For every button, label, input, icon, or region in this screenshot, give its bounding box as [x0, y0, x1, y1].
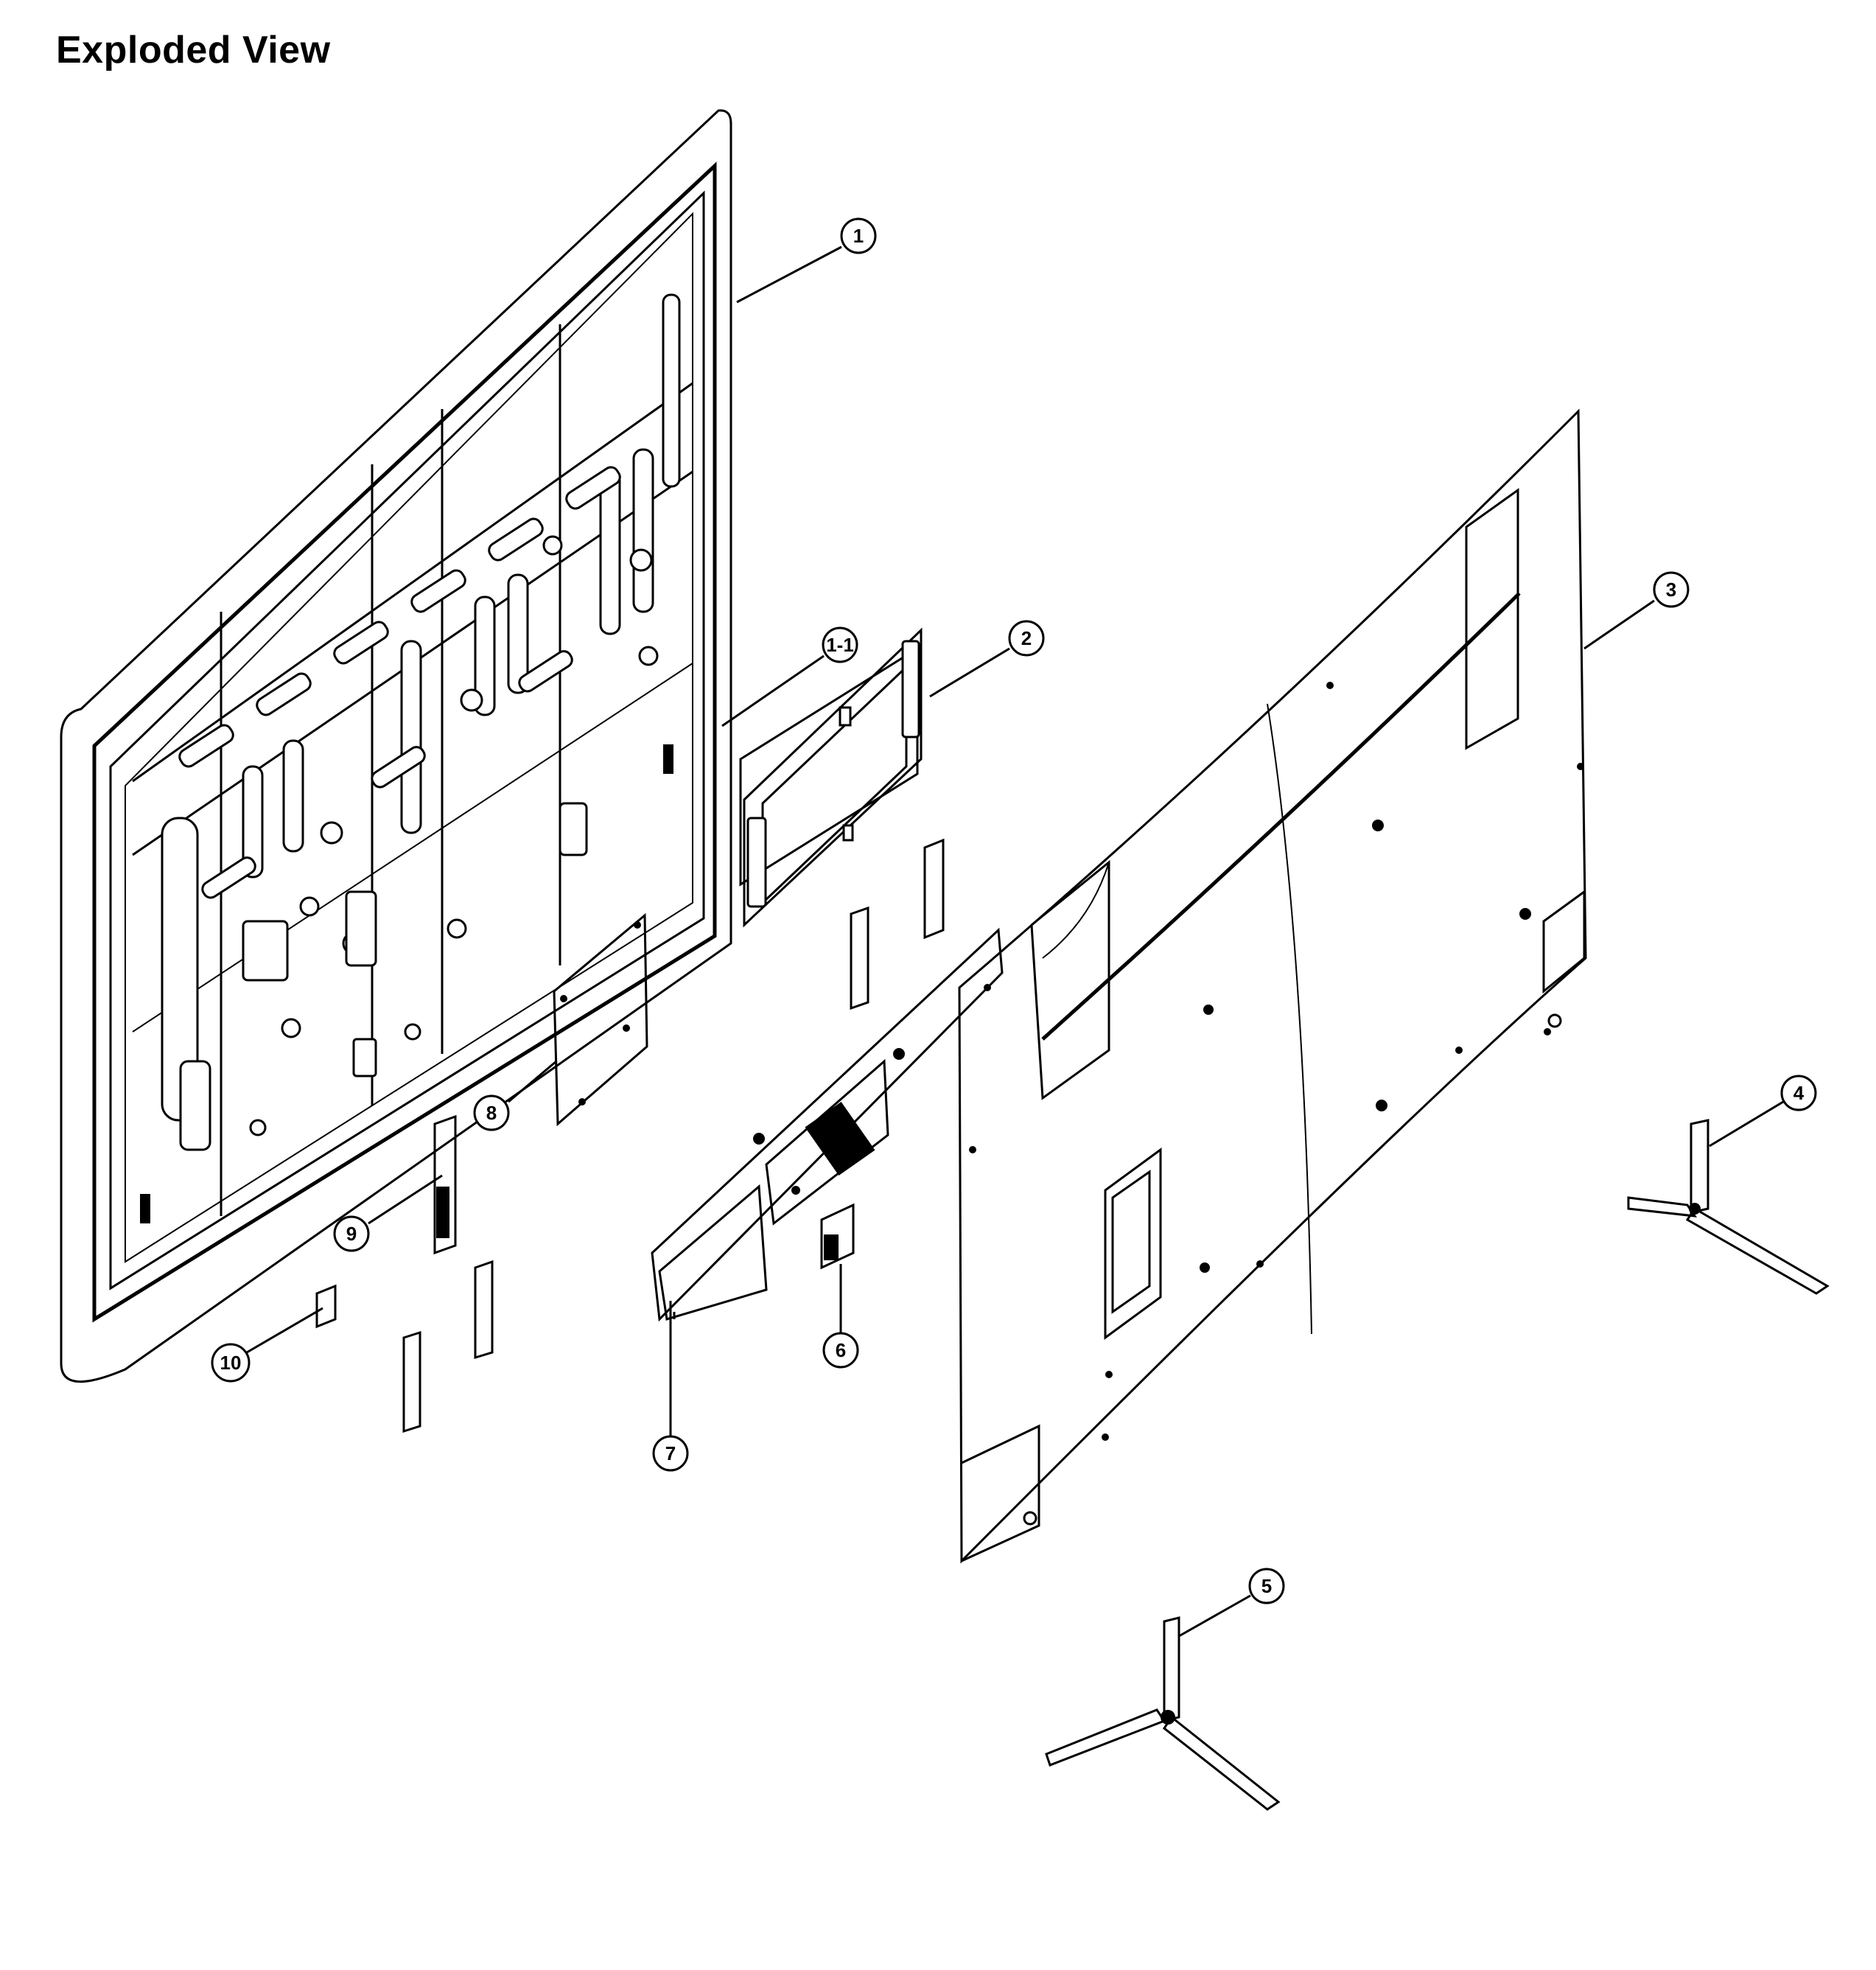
- callout-3: 3: [1653, 571, 1690, 608]
- callout-5: 5: [1248, 1568, 1285, 1604]
- svg-text:6: 6: [836, 1339, 846, 1361]
- callout-1-1: 1-1: [822, 626, 858, 663]
- small-bracket-center: [850, 906, 869, 1010]
- callout-2: 2: [1008, 620, 1045, 657]
- part-5-stand: [1045, 1616, 1281, 1811]
- small-bracket-left: [402, 1330, 421, 1433]
- page-title: Exploded View: [56, 29, 331, 71]
- svg-text:3: 3: [1666, 579, 1676, 601]
- part-10-clip: [315, 1284, 337, 1329]
- part-6-bracket: [820, 1203, 855, 1270]
- svg-text:1: 1: [853, 225, 864, 247]
- part-9-bracket: [433, 1114, 457, 1255]
- part-2-main-board: [743, 627, 923, 928]
- svg-text:10: 10: [220, 1352, 242, 1374]
- small-bracket-upper: [923, 838, 945, 940]
- svg-text:2: 2: [1021, 627, 1032, 649]
- callout-9: 9: [333, 1215, 370, 1252]
- part-7-speaker-bar: [651, 927, 1004, 1322]
- part-1-display-panel: [60, 109, 732, 1383]
- svg-text:7: 7: [665, 1442, 676, 1464]
- part-4-stand: [1627, 1119, 1830, 1295]
- svg-text:9: 9: [346, 1223, 357, 1245]
- callout-8: 8: [473, 1094, 510, 1131]
- svg-text:5: 5: [1261, 1575, 1272, 1597]
- callout-6: 6: [822, 1332, 859, 1369]
- part-3-back-cover: [958, 408, 1587, 1564]
- callout-4: 4: [1780, 1075, 1817, 1111]
- callout-1: 1: [840, 217, 877, 254]
- part-8-board: [553, 912, 648, 1127]
- small-bracket-mid: [474, 1260, 494, 1360]
- svg-text:1-1: 1-1: [826, 634, 854, 656]
- leader-lines: [246, 245, 1784, 1638]
- callout-7: 7: [652, 1435, 689, 1472]
- callout-10: 10: [211, 1343, 251, 1383]
- svg-text:4: 4: [1793, 1082, 1805, 1104]
- part-1-1-board: [739, 646, 919, 887]
- svg-text:8: 8: [486, 1102, 497, 1124]
